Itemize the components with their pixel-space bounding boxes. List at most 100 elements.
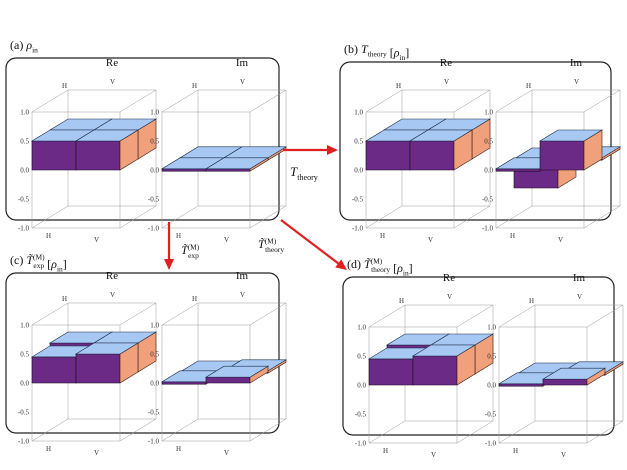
z-tick-label: 0.0 (20, 167, 29, 175)
basis-label-top-v: V (574, 78, 579, 86)
bar-front-face (161, 168, 207, 172)
panel-label-c: (c) T̃(M)exp [ρin] (10, 252, 67, 273)
z-tick-label: 1.0 (150, 322, 159, 330)
bar-front-face (539, 140, 585, 171)
bar-front-face (31, 140, 77, 171)
z-tick-label: -0.5 (148, 196, 160, 204)
bar-top-face (204, 365, 270, 378)
basis-label-bottom-h: H (46, 445, 51, 453)
basis-label-bottom-v: V (224, 236, 229, 244)
z-tick-label: -0.5 (485, 411, 497, 419)
basis-label-top-h: H (62, 82, 67, 90)
bar-front-face (495, 168, 541, 172)
z-tick-label: -1.0 (485, 440, 497, 448)
basis-label-top-v: V (110, 78, 115, 86)
basis-label-bottom-h: H (383, 447, 388, 455)
basis-label-bottom-h: H (510, 232, 515, 240)
basis-label-top-v: V (110, 291, 115, 299)
basis-label-bottom-h: H (176, 232, 181, 240)
arrow-a-to-d (280, 219, 347, 270)
bar-c-1-01 (204, 365, 270, 384)
z-tick-label: -1.0 (352, 225, 364, 233)
z-tick-label: -1.0 (148, 438, 160, 446)
bar-a-0-01 (74, 129, 140, 171)
bar-b-0-01 (408, 129, 474, 171)
bar-front-face (161, 381, 207, 385)
z-tick-label: 0.0 (150, 380, 159, 388)
basis-label-bottom-h: H (513, 447, 518, 455)
bar-front-face (205, 168, 251, 172)
plot-title-im: Im (570, 57, 583, 69)
z-tick-label: 0.5 (484, 138, 493, 146)
basis-label-bottom-v: V (94, 449, 99, 457)
basis-label-top-h: H (192, 82, 197, 90)
z-tick-label: -1.0 (355, 440, 367, 448)
z-tick-label: -1.0 (18, 225, 30, 233)
arrow-a-to-b (283, 145, 338, 155)
bar-front-face (31, 356, 77, 384)
z-tick-label: -0.5 (18, 409, 30, 417)
z-tick-label: -0.5 (148, 409, 160, 417)
z-tick-label: 0.5 (150, 138, 159, 146)
z-tick-label: -1.0 (482, 225, 494, 233)
z-tick-label: 0.0 (354, 167, 363, 175)
panel-label-a: (a) ρin (10, 38, 38, 55)
basis-label-bottom-v: V (428, 236, 433, 244)
bar-a-1-01 (204, 157, 270, 172)
basis-label-top-h: H (396, 82, 401, 90)
arrow-label-a-to-b: Ttheory (290, 164, 318, 182)
z-tick-label: 1.0 (20, 322, 29, 330)
bar-top-face (204, 157, 270, 170)
z-tick-label: 0.0 (487, 382, 496, 390)
z-tick-label: -1.0 (18, 438, 30, 446)
basis-label-bottom-h: H (176, 445, 181, 453)
bar-front-face (205, 376, 251, 384)
z-tick-label: 0.0 (357, 382, 366, 390)
plot-title-im: Im (573, 272, 586, 284)
z-tick-label: 0.5 (20, 351, 29, 359)
basis-label-top-v: V (444, 78, 449, 86)
z-tick-label: -0.5 (355, 411, 367, 419)
plot-title-re: Re (440, 57, 452, 69)
bar-top-face (538, 129, 604, 142)
basis-label-top-v: V (240, 291, 245, 299)
z-tick-label: 1.0 (20, 109, 29, 117)
basis-label-top-h: H (526, 82, 531, 90)
bar-front-face (368, 358, 414, 386)
arrow-label-a-to-d: T̃(M)theory (258, 236, 284, 254)
z-tick-label: 1.0 (487, 324, 496, 332)
bar-top-face (541, 367, 607, 380)
basis-label-bottom-h: H (380, 232, 385, 240)
basis-label-top-v: V (240, 78, 245, 86)
z-tick-label: 1.0 (357, 324, 366, 332)
basis-label-bottom-v: V (431, 451, 436, 459)
z-tick-label: 1.0 (484, 109, 493, 117)
plot-title-re: Re (443, 272, 455, 284)
panel-label-d: (d) T̃(M)theory [ρin] (347, 256, 413, 277)
basis-label-bottom-h: H (46, 232, 51, 240)
bar-front-face (365, 140, 411, 171)
bar-front-face (412, 355, 458, 386)
bar-d-0-01 (411, 344, 477, 386)
bar-front-face (75, 140, 121, 171)
panel-label-b: (b) Ttheory [ρin] (344, 42, 409, 62)
z-tick-label: -1.0 (148, 225, 160, 233)
basis-label-top-h: H (399, 297, 404, 305)
z-tick-label: 1.0 (354, 109, 363, 117)
bar-front-face (498, 383, 544, 387)
bar-top-face (74, 129, 140, 142)
z-tick-label: -0.5 (18, 196, 30, 204)
plot-title-im: Im (236, 57, 249, 69)
z-tick-label: 0.0 (20, 380, 29, 388)
z-tick-label: -0.5 (352, 196, 364, 204)
arrow-a-to-b-head (327, 145, 338, 155)
bar-front-face (75, 353, 121, 384)
bar-front-face (542, 378, 588, 386)
arrow-a-to-c (164, 222, 174, 270)
bar-top-face (408, 129, 474, 142)
